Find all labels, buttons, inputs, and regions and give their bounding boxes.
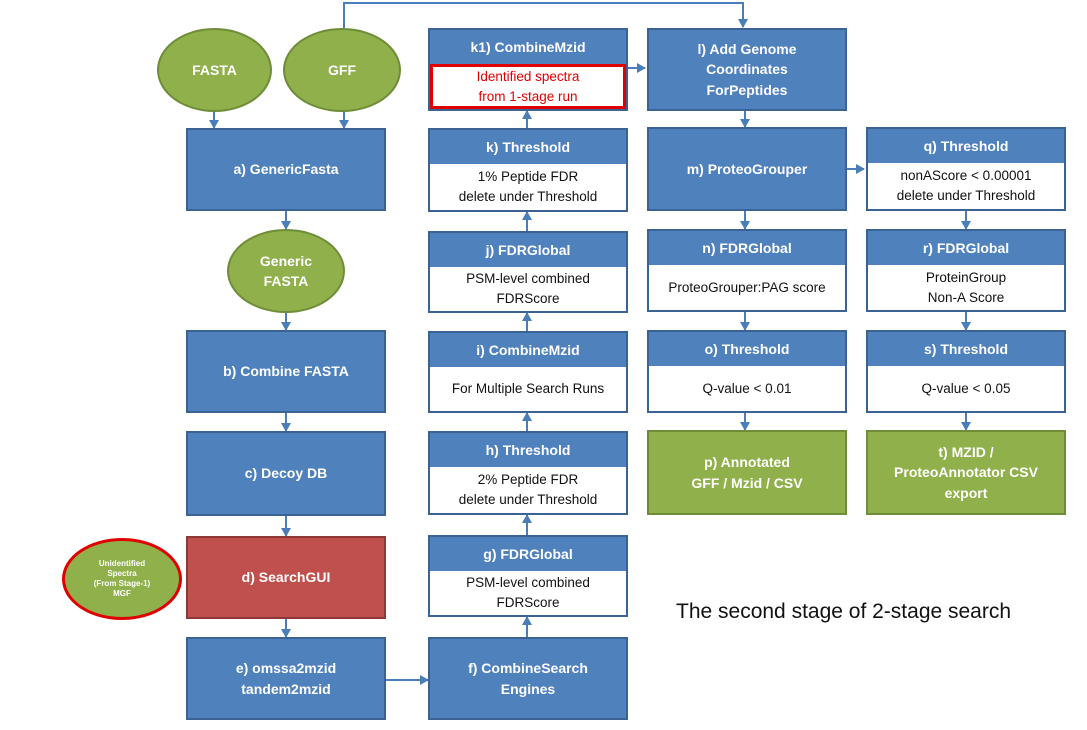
- step-g-body: PSM-level combined FDRScore: [430, 571, 626, 615]
- step-j-body: PSM-level combined FDRScore: [430, 267, 626, 311]
- step-q-body: nonAScore < 0.00001 delete under Thresho…: [868, 163, 1064, 209]
- step-q-body-line-2: delete under Threshold: [896, 188, 1036, 203]
- unidentified-spectra-line-4: MGF: [113, 589, 131, 598]
- arrow-gff-to-l: [343, 2, 748, 28]
- step-f-line-1: f) CombineSearch: [468, 660, 588, 677]
- step-s-threshold: s) Threshold Q-value < 0.05: [866, 330, 1066, 413]
- step-r-fdrglobal: r) FDRGlobal ProteinGroup Non-A Score: [866, 229, 1066, 312]
- step-k1-body: Identified spectra from 1-stage run: [430, 64, 626, 110]
- step-o-body-line-1: Q-value < 0.01: [702, 380, 792, 396]
- unidentified-spectra-line-1: Unidentified: [98, 559, 146, 568]
- step-t-line-2: ProteoAnnotator CSV: [894, 464, 1038, 481]
- step-k1-body-line-1: Identified spectra: [476, 69, 580, 84]
- step-l-line-3: ForPeptides: [706, 81, 788, 98]
- step-t-mzid-export: t) MZID / ProteoAnnotator CSV export: [866, 430, 1066, 515]
- step-h-threshold: h) Threshold 2% Peptide FDR delete under…: [428, 431, 628, 515]
- step-g-fdrglobal: g) FDRGlobal PSM-level combined FDRScore: [428, 535, 628, 617]
- generic-fasta-line-2: FASTA: [263, 273, 309, 289]
- step-t-line-1: t) MZID /: [938, 444, 994, 461]
- step-k1-title: k1) CombineMzid: [470, 39, 586, 55]
- step-p-line-1: p) Annotated: [704, 454, 790, 471]
- gff-input-label: GFF: [328, 61, 356, 78]
- step-m-label: m) ProteoGrouper: [686, 160, 808, 177]
- step-e-line-1: e) omssa2mzid: [235, 660, 337, 677]
- step-k1-combine-mzid: k1) CombineMzid Identified spectra from …: [428, 28, 628, 111]
- generic-fasta-node: Generic FASTA: [227, 229, 345, 313]
- unidentified-spectra-line-3: (From Stage-1): [93, 579, 151, 588]
- step-i-body-line-1: For Multiple Search Runs: [451, 381, 605, 397]
- step-o-threshold: o) Threshold Q-value < 0.01: [647, 330, 847, 413]
- step-s-body: Q-value < 0.05: [868, 366, 1064, 411]
- step-a-generic-fasta: a) GenericFasta: [186, 128, 386, 211]
- step-e-line-2: tandem2mzid: [241, 680, 331, 697]
- step-q-body-line-1: nonAScore < 0.00001: [900, 168, 1032, 184]
- step-c-decoy-db: c) Decoy DB: [186, 431, 386, 516]
- step-a-label: a) GenericFasta: [233, 161, 339, 178]
- step-b-label: b) Combine FASTA: [223, 363, 349, 380]
- step-t-line-3: export: [944, 484, 988, 501]
- unidentified-spectra-node: Unidentified Spectra (From Stage-1) MGF: [62, 538, 182, 620]
- step-b-combine-fasta: b) Combine FASTA: [186, 330, 386, 413]
- step-k1-body-line-2: from 1-stage run: [478, 88, 578, 104]
- step-m-proteogrouper: m) ProteoGrouper: [647, 127, 847, 211]
- step-h-body-line-2: delete under Threshold: [458, 492, 598, 507]
- step-n-body: ProteoGrouper:PAG score: [649, 265, 845, 310]
- step-k-body-line-2: delete under Threshold: [458, 189, 598, 204]
- step-c-label: c) Decoy DB: [244, 465, 328, 482]
- step-p-annotated-output: p) Annotated GFF / Mzid / CSV: [647, 430, 847, 515]
- step-r-body-line-2: Non-A Score: [927, 289, 1005, 305]
- step-l-add-genome-coordinates: l) Add Genome Coordinates ForPeptides: [647, 28, 847, 111]
- fasta-input-node: FASTA: [157, 28, 272, 112]
- step-o-title: o) Threshold: [704, 341, 790, 357]
- step-k-body-line-1: 1% Peptide FDR: [477, 169, 579, 185]
- step-d-searchgui: d) SearchGUI: [186, 536, 386, 619]
- gff-input-node: GFF: [283, 28, 401, 112]
- step-h-title: h) Threshold: [485, 442, 571, 458]
- fasta-input-label: FASTA: [192, 61, 237, 78]
- step-l-line-2: Coordinates: [706, 61, 788, 78]
- step-n-title: n) FDRGlobal: [702, 240, 792, 256]
- step-j-body-line-1: PSM-level combined: [466, 271, 590, 287]
- unidentified-spectra-line-2: Spectra: [107, 569, 137, 578]
- step-l-line-1: l) Add Genome: [697, 41, 797, 58]
- step-r-body: ProteinGroup Non-A Score: [868, 265, 1064, 310]
- step-f-line-2: Engines: [500, 680, 556, 697]
- step-j-body-line-2: FDRScore: [496, 291, 560, 306]
- step-n-body-line-1: ProteoGrouper:PAG score: [668, 279, 826, 295]
- step-h-body-line-1: 2% Peptide FDR: [477, 472, 579, 488]
- step-j-title: j) FDRGlobal: [485, 242, 571, 258]
- step-k-title: k) Threshold: [485, 139, 570, 155]
- step-i-combine-mzid: i) CombineMzid For Multiple Search Runs: [428, 331, 628, 413]
- step-g-title: g) FDRGlobal: [483, 546, 573, 562]
- step-k-threshold: k) Threshold 1% Peptide FDR delete under…: [428, 128, 628, 212]
- step-d-label: d) SearchGUI: [241, 569, 331, 586]
- step-g-body-line-1: PSM-level combined: [466, 575, 590, 591]
- step-i-title: i) CombineMzid: [476, 342, 580, 358]
- step-i-body: For Multiple Search Runs: [430, 367, 626, 411]
- step-k-body: 1% Peptide FDR delete under Threshold: [430, 164, 626, 210]
- step-e-omssa2mzid-tandem2mzid: e) omssa2mzid tandem2mzid: [186, 637, 386, 720]
- step-j-fdrglobal: j) FDRGlobal PSM-level combined FDRScore: [428, 231, 628, 313]
- step-r-title: r) FDRGlobal: [922, 240, 1010, 256]
- step-f-combine-search-engines: f) CombineSearch Engines: [428, 637, 628, 720]
- step-n-fdrglobal: n) FDRGlobal ProteoGrouper:PAG score: [647, 229, 847, 312]
- step-q-title: q) Threshold: [923, 138, 1009, 154]
- step-q-threshold: q) Threshold nonAScore < 0.00001 delete …: [866, 127, 1066, 211]
- step-h-body: 2% Peptide FDR delete under Threshold: [430, 467, 626, 513]
- diagram-caption: The second stage of 2-stage search: [676, 600, 1012, 623]
- step-o-body: Q-value < 0.01: [649, 366, 845, 411]
- step-g-body-line-2: FDRScore: [496, 595, 560, 610]
- generic-fasta-line-1: Generic: [259, 252, 313, 269]
- step-r-body-line-1: ProteinGroup: [925, 269, 1007, 285]
- step-p-line-2: GFF / Mzid / CSV: [691, 474, 803, 491]
- step-s-body-line-1: Q-value < 0.05: [921, 380, 1011, 396]
- step-s-title: s) Threshold: [923, 341, 1008, 357]
